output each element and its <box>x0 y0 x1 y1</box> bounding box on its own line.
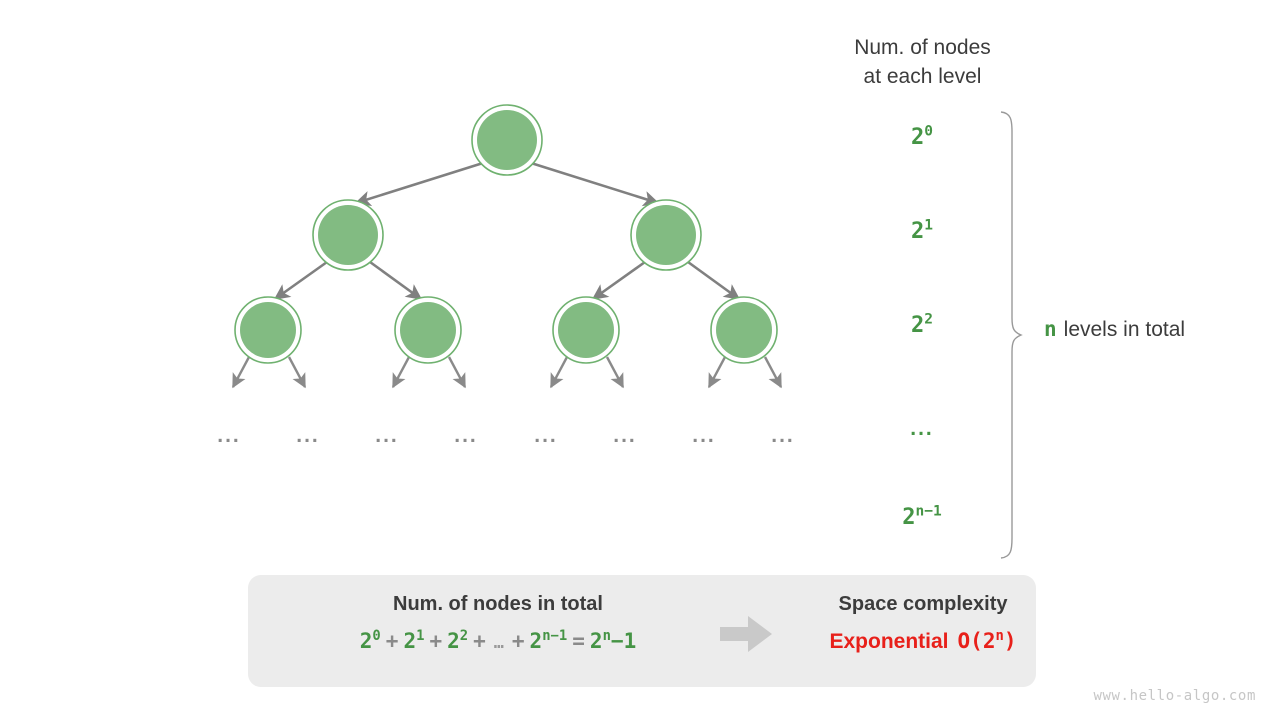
levels-total-variable: n <box>1044 317 1057 341</box>
leaf-ellipsis: ... <box>217 424 241 447</box>
leaf-ellipsis: ... <box>692 424 716 447</box>
leaf-ellipsis: ... <box>296 424 320 447</box>
level-label-1: 21 <box>911 217 933 244</box>
tree-node[interactable] <box>312 199 384 271</box>
watermark: www.hello-algo.com <box>1093 688 1256 704</box>
level-label-0: 20 <box>911 123 933 150</box>
summary-left-group: Num. of nodes in total 20+21+22+…+2n−1=2… <box>258 593 738 653</box>
total-nodes-title: Num. of nodes in total <box>393 593 603 615</box>
leaf-ellipsis: ... <box>613 424 637 447</box>
leaf-ellipsis: ... <box>771 424 795 447</box>
levels-total-annotation: n levels in total <box>1044 315 1185 344</box>
tree-node[interactable] <box>394 296 462 364</box>
space-complexity-title: Space complexity <box>838 593 1008 615</box>
tree-edges-level0 <box>354 161 660 207</box>
tree-node[interactable] <box>552 296 620 364</box>
summary-panel: Num. of nodes in total 20+21+22+…+2n−1=2… <box>248 575 1036 687</box>
level-label-n-minus-1: 2n−1 <box>902 503 942 530</box>
right-arrow-icon <box>720 616 772 652</box>
tree-node[interactable] <box>630 199 702 271</box>
tree-edges-level1 <box>273 260 741 301</box>
total-nodes-formula: 20+21+22+…+2n−1=2n−1 <box>359 628 637 653</box>
level-label-ellipsis: ... <box>910 417 934 440</box>
complexity-word: Exponential <box>829 630 949 653</box>
levels-total-text: levels in total <box>1063 318 1186 341</box>
level-label-2: 22 <box>911 311 933 338</box>
leaf-ellipsis: ... <box>454 424 478 447</box>
nodes-per-level-heading: Num. of nodes at each level <box>854 36 991 88</box>
leaf-ellipsis-row: ... ... ... ... ... ... ... ... <box>0 424 820 448</box>
tree-node[interactable] <box>234 296 302 364</box>
leaf-ellipsis: ... <box>375 424 399 447</box>
tree-node[interactable] <box>710 296 778 364</box>
tree-edges-level2-stubs <box>231 356 783 389</box>
tree-node[interactable] <box>471 104 543 176</box>
leaf-ellipsis: ... <box>534 424 558 447</box>
